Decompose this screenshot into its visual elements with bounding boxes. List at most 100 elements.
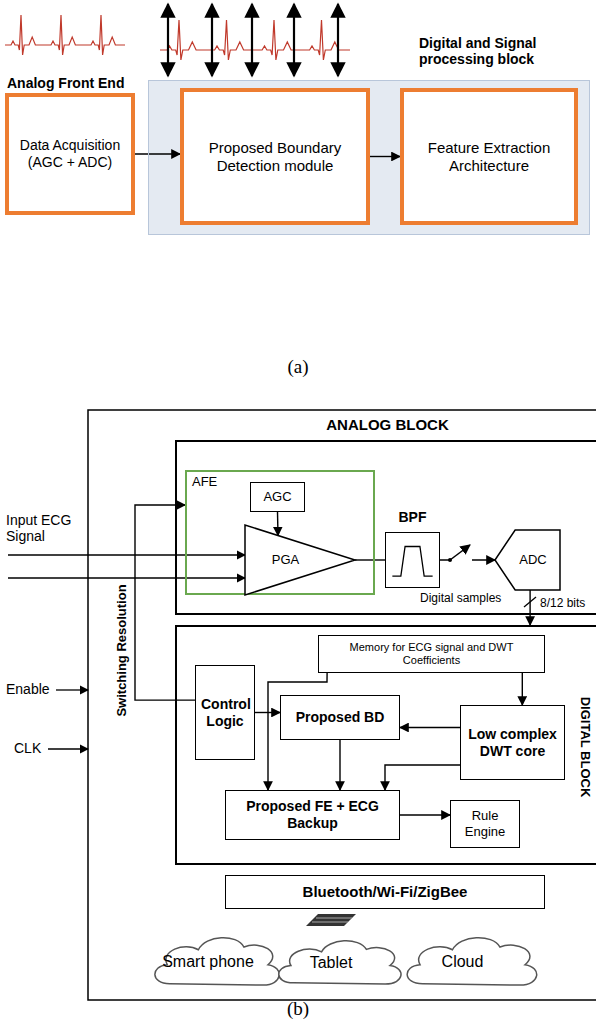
acquisition-box: Analog Front EndData Acquisition (AGC + … xyxy=(5,93,135,215)
bus-slash xyxy=(524,597,536,607)
text-wrap: Smart phone xyxy=(157,949,259,974)
boundary-arrow xyxy=(251,4,253,76)
text-wrap: Proposed FE + ECG Backup xyxy=(226,795,399,835)
node-text: Low complex DWT core xyxy=(466,726,559,760)
node-text: Tablet xyxy=(310,953,353,972)
boundary-arrow xyxy=(293,4,295,76)
tri-path xyxy=(245,525,355,595)
connector xyxy=(277,512,279,536)
system-outline xyxy=(88,410,596,1000)
connector xyxy=(135,153,180,154)
tablet-icon xyxy=(306,914,356,926)
node-text: ADC xyxy=(519,552,546,568)
node-text: Rule Engine xyxy=(456,808,514,839)
cloud-path xyxy=(407,938,537,985)
adc-symbol: ADC xyxy=(495,530,560,590)
node-text: Cloud xyxy=(442,952,484,971)
ecg-trace xyxy=(5,15,125,55)
process-box: Low complex DWT core xyxy=(460,705,565,780)
text-wrap: Rule Engine xyxy=(451,805,519,842)
process-box: Rule Engine xyxy=(450,800,520,848)
text-wrap: ADC xyxy=(503,549,551,571)
text-label: Enable xyxy=(6,681,50,697)
node-text: Feature Extraction Architecture xyxy=(409,139,569,175)
connector xyxy=(400,727,460,728)
text-label: CLK xyxy=(14,740,41,756)
node-text: Bluetooth/Wi-Fi/ZigBee xyxy=(303,883,468,901)
amplifier-triangle: PGA xyxy=(245,525,355,595)
node-text: Analog Front End xyxy=(7,75,124,91)
ecg-trace xyxy=(160,20,350,60)
cloud-shape: Cloud xyxy=(400,928,525,996)
clk-wire xyxy=(48,748,88,749)
process-box: Control Logic xyxy=(195,665,255,760)
process-box: Proposed FE + ECG Backup xyxy=(225,790,400,840)
node-text: Smart phone xyxy=(162,952,254,971)
boundary-arrow xyxy=(337,4,339,76)
connector xyxy=(355,559,385,560)
bpf-path xyxy=(392,547,432,577)
processing-band: Digital and Signal processing blockPropo… xyxy=(148,80,590,235)
text-wrap: Proposed Boundary Detection module xyxy=(184,136,366,178)
text-wrap: Data Acquisition (AGC + ADC) xyxy=(9,134,131,174)
node-text: Proposed Boundary Detection module xyxy=(189,139,361,175)
node-text: Control Logic xyxy=(201,696,249,730)
node-text: Memory for ECG signal and DWT Coefficien… xyxy=(324,641,539,667)
text-wrap: Cloud xyxy=(437,949,489,974)
text-wrap: AGC xyxy=(258,486,296,508)
node-text: BPF xyxy=(386,509,439,525)
process-box: Feature Extraction Architecture xyxy=(400,88,578,225)
process-box: Proposed Boundary Detection module xyxy=(180,88,370,225)
connector xyxy=(522,673,523,705)
memory-box: Memory for ECG signal and DWT Coefficien… xyxy=(318,635,545,673)
cloud-path xyxy=(279,941,401,984)
node-text: DIGITAL BLOCK xyxy=(578,697,593,798)
agc-box: AGC xyxy=(250,482,305,512)
connector xyxy=(385,765,460,790)
connector xyxy=(529,590,530,625)
boundary-arrow xyxy=(211,4,213,76)
node-text: PGA xyxy=(272,552,299,568)
node-text: Proposed FE + ECG Backup xyxy=(231,798,394,832)
cloud-path xyxy=(155,938,279,985)
text-wrap: Control Logic xyxy=(196,693,254,733)
text-wrap: PGA xyxy=(267,549,333,571)
text-label: Digital samples xyxy=(420,591,501,605)
text-wrap: Low complex DWT core xyxy=(461,723,564,763)
text-label: 8/12 bits xyxy=(540,596,585,610)
node-text: AGC xyxy=(263,489,291,505)
bpf-outline xyxy=(386,533,439,587)
text-wrap: Bluetooth/Wi-Fi/ZigBee xyxy=(298,880,473,904)
text-wrap: Proposed BD xyxy=(291,706,390,729)
node-text: ANALOG BLOCK xyxy=(177,416,596,433)
input-wire xyxy=(8,577,245,578)
band-ground xyxy=(148,80,590,235)
radio-box: Bluetooth/Wi-Fi/ZigBee xyxy=(225,875,545,909)
cloud-shape: Smart phone xyxy=(148,928,268,996)
connector xyxy=(400,814,450,815)
node-text: Digital and Signal processing block xyxy=(419,35,591,67)
enable-wire xyxy=(56,689,88,690)
filter-box: BPF xyxy=(385,532,440,588)
boundary-arrow xyxy=(167,4,169,76)
tri-outline xyxy=(245,525,355,595)
text-wrap: Memory for ECG signal and DWT Coefficien… xyxy=(319,638,544,670)
node-text: AFE xyxy=(192,474,217,489)
block-outline: ANALOG BLOCKAFEAGCPGABPFADC xyxy=(175,440,596,615)
block-outline: DIGITAL BLOCK Control Logic Memory for ECG… xyxy=(175,625,596,865)
process-box: Proposed BD xyxy=(280,695,400,740)
afe-box: AFE AGC PGA xyxy=(185,470,375,595)
node-text: Data Acquisition (AGC + ADC) xyxy=(14,137,126,171)
text-label: (b) xyxy=(258,998,338,1020)
input-wire xyxy=(8,554,245,555)
text-label: Input ECG Signal xyxy=(6,512,90,544)
text-wrap: Feature Extraction Architecture xyxy=(404,136,574,178)
ecg-waveform xyxy=(5,4,350,76)
edge-label: Switching Resolution xyxy=(114,582,129,718)
text-label: (a) xyxy=(258,356,338,378)
text-wrap: Tablet xyxy=(305,950,358,975)
pent-path xyxy=(495,530,560,590)
cloud-shape: Tablet xyxy=(272,932,390,994)
connector xyxy=(370,156,400,157)
node-text: Proposed BD xyxy=(296,709,385,726)
